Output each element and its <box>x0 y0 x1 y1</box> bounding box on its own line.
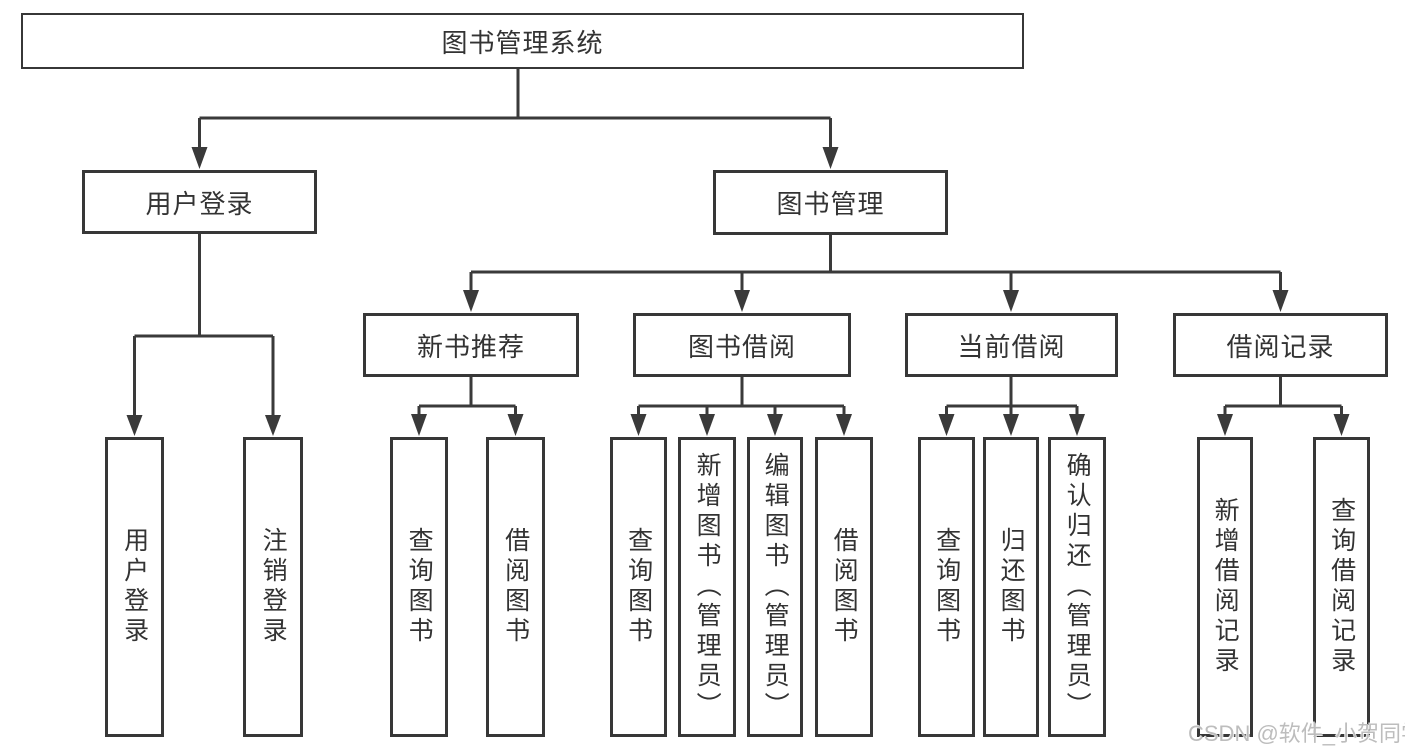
node-leaf-query-books-2: 查询图书 <box>610 437 667 737</box>
node-leaf-return-books: 归还图书 <box>983 437 1039 737</box>
node-leaf-add-book-admin-label: 新增图书（管理员） <box>693 452 722 722</box>
node-leaf-user-login-label: 用户登录 <box>120 527 149 647</box>
node-leaf-user-login: 用户登录 <box>105 437 164 737</box>
node-current-borrowing: 当前借阅 <box>905 313 1118 377</box>
node-leaf-logout-login-label: 注销登录 <box>259 527 288 647</box>
node-leaf-return-books-label: 归还图书 <box>997 527 1026 647</box>
node-book-borrowing: 图书借阅 <box>633 313 851 377</box>
node-book-management: 图书管理 <box>713 170 948 235</box>
node-borrowing-records: 借阅记录 <box>1173 313 1388 377</box>
node-leaf-borrow-books-2: 借阅图书 <box>815 437 873 737</box>
node-new-book-recommend: 新书推荐 <box>363 313 579 377</box>
node-leaf-confirm-return-admin-label: 确认归还（管理员） <box>1063 452 1092 722</box>
node-leaf-logout-login: 注销登录 <box>243 437 303 737</box>
node-user-login: 用户登录 <box>82 170 317 234</box>
node-root-system: 图书管理系统 <box>21 13 1024 69</box>
node-leaf-query-books-3: 查询图书 <box>918 437 975 737</box>
node-leaf-add-borrow-record-label: 新增借阅记录 <box>1211 497 1240 677</box>
node-leaf-confirm-return-admin: 确认归还（管理员） <box>1048 437 1106 737</box>
node-leaf-add-borrow-record: 新增借阅记录 <box>1197 437 1253 737</box>
node-leaf-query-borrow-record: 查询借阅记录 <box>1313 437 1370 737</box>
node-book-management-label: 图书管理 <box>776 189 885 219</box>
node-leaf-query-books-1: 查询图书 <box>390 437 448 737</box>
connector-book-borrowing-children <box>630 377 852 436</box>
node-book-borrowing-label: 图书借阅 <box>687 331 796 362</box>
node-leaf-borrow-books-1-label: 借阅图书 <box>501 527 530 647</box>
node-leaf-query-books-1-label: 查询图书 <box>405 527 434 647</box>
node-leaf-borrow-books-2-label: 借阅图书 <box>830 527 859 647</box>
node-leaf-add-book-admin: 新增图书（管理员） <box>678 437 736 737</box>
connector-new-book-recommend-children <box>411 377 524 436</box>
csdn-watermark: CSDN @软件_小贺同学 <box>1188 721 1405 746</box>
node-root-system-label: 图书管理系统 <box>441 27 604 58</box>
connector-book-management-children <box>463 234 1289 312</box>
node-user-login-label: 用户登录 <box>145 188 254 219</box>
node-leaf-borrow-books-1: 借阅图书 <box>486 437 545 737</box>
connector-borrowing-records-children <box>1217 377 1350 436</box>
node-leaf-edit-book-admin: 编辑图书（管理员） <box>747 437 803 737</box>
connector-current-borrowing-children <box>938 377 1085 436</box>
node-borrowing-records-label: 借阅记录 <box>1226 331 1335 362</box>
connector-root-to-level2 <box>191 69 839 169</box>
node-leaf-query-books-2-label: 查询图书 <box>624 527 653 647</box>
node-leaf-query-books-3-label: 查询图书 <box>932 527 961 647</box>
connector-user-login-children <box>126 233 281 436</box>
node-current-borrowing-label: 当前借阅 <box>957 331 1066 362</box>
node-leaf-query-borrow-record-label: 查询借阅记录 <box>1327 497 1356 677</box>
node-new-book-recommend-label: 新书推荐 <box>416 331 525 362</box>
node-leaf-edit-book-admin-label: 编辑图书（管理员） <box>761 452 790 722</box>
